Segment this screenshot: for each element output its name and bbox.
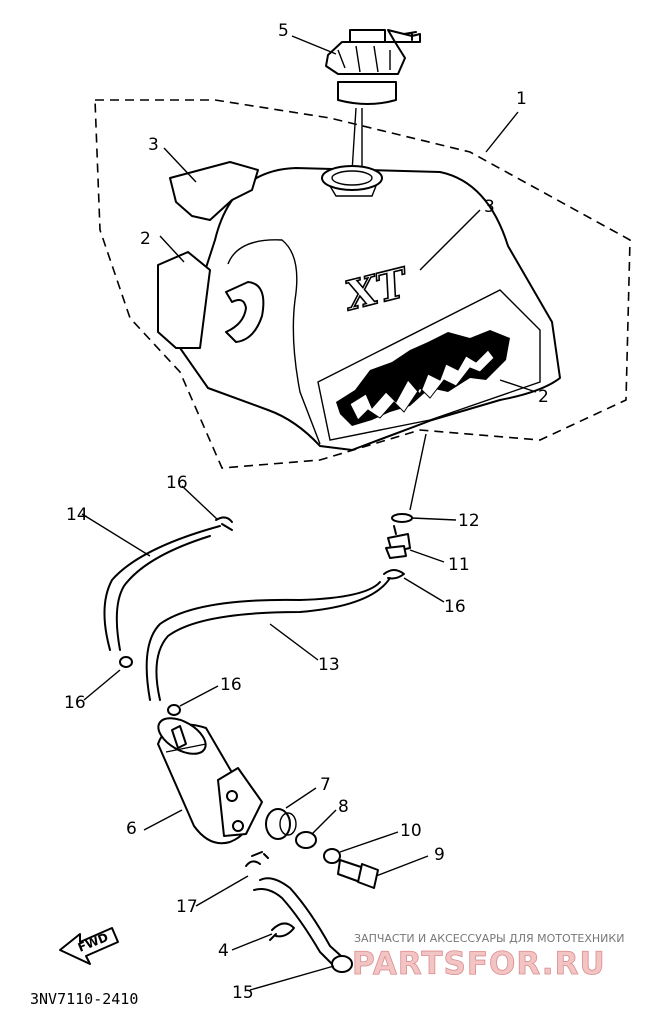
callout-8: 8 bbox=[338, 797, 349, 817]
watermark-tagline: ЗАПЧАСТИ И АКСЕССУАРЫ ДЛЯ МОТОТЕХНИКИ bbox=[354, 932, 624, 945]
forward-direction-arrow: FWD bbox=[59, 927, 119, 965]
watermark-brand: PARTSFOR.RU bbox=[352, 946, 606, 982]
callout-6: 6 bbox=[126, 819, 137, 839]
callout-15: 15 bbox=[232, 983, 254, 1003]
watermark: ЗАПЧАСТИ И АКСЕССУАРЫ ДЛЯ МОТОТЕХНИКИ PA… bbox=[352, 932, 625, 982]
bolt bbox=[337, 859, 379, 889]
fuel-tank bbox=[157, 165, 561, 451]
callout-4: 4 bbox=[218, 941, 229, 961]
o-ring bbox=[391, 513, 413, 523]
hose-end bbox=[331, 955, 353, 973]
callout-7: 7 bbox=[320, 775, 331, 795]
callout-10: 10 bbox=[400, 821, 422, 841]
hose-clip-lower bbox=[167, 704, 181, 716]
callout-16b: 16 bbox=[444, 597, 466, 617]
callout-12: 12 bbox=[458, 511, 480, 531]
callout-3b: 3 bbox=[484, 197, 495, 217]
leader-lines bbox=[81, 35, 537, 991]
callout-16c: 16 bbox=[64, 693, 86, 713]
callout-1: 1 bbox=[516, 89, 527, 109]
hose-clip-left bbox=[119, 656, 133, 668]
callout-2a: 2 bbox=[140, 229, 151, 249]
fuel-hose-13 bbox=[145, 577, 391, 701]
hose-clip-4 bbox=[269, 922, 295, 941]
callout-5: 5 bbox=[278, 21, 289, 41]
collar bbox=[295, 831, 317, 849]
callout-3a: 3 bbox=[148, 135, 159, 155]
rubber-grommet bbox=[265, 808, 297, 840]
callout-16a: 16 bbox=[166, 473, 188, 493]
callout-9: 9 bbox=[434, 845, 445, 865]
tank-side-emblem-left bbox=[169, 161, 259, 221]
callout-13: 13 bbox=[318, 655, 340, 675]
fuel-pump bbox=[157, 717, 263, 845]
fuel-cap-axis-line bbox=[351, 107, 357, 173]
callout-17: 17 bbox=[176, 897, 198, 917]
hose-clip-top bbox=[215, 516, 233, 531]
callout-2b: 2 bbox=[538, 387, 549, 407]
part-code: 3NV7110-2410 bbox=[30, 990, 138, 1008]
callout-16d: 16 bbox=[220, 675, 242, 695]
fuel-hose-14 bbox=[103, 525, 221, 651]
fuel-hose-15 bbox=[253, 877, 351, 971]
hose-clip-right bbox=[383, 569, 405, 580]
hose-clip-17 bbox=[245, 851, 269, 867]
callout-11: 11 bbox=[448, 555, 470, 575]
callout-14: 14 bbox=[66, 505, 88, 525]
tank-assembly-outline bbox=[94, 99, 631, 469]
tank-to-petcock-line bbox=[409, 433, 427, 511]
fuel-cap bbox=[325, 29, 421, 105]
washer bbox=[323, 848, 341, 864]
fuel-fitting bbox=[385, 525, 411, 559]
